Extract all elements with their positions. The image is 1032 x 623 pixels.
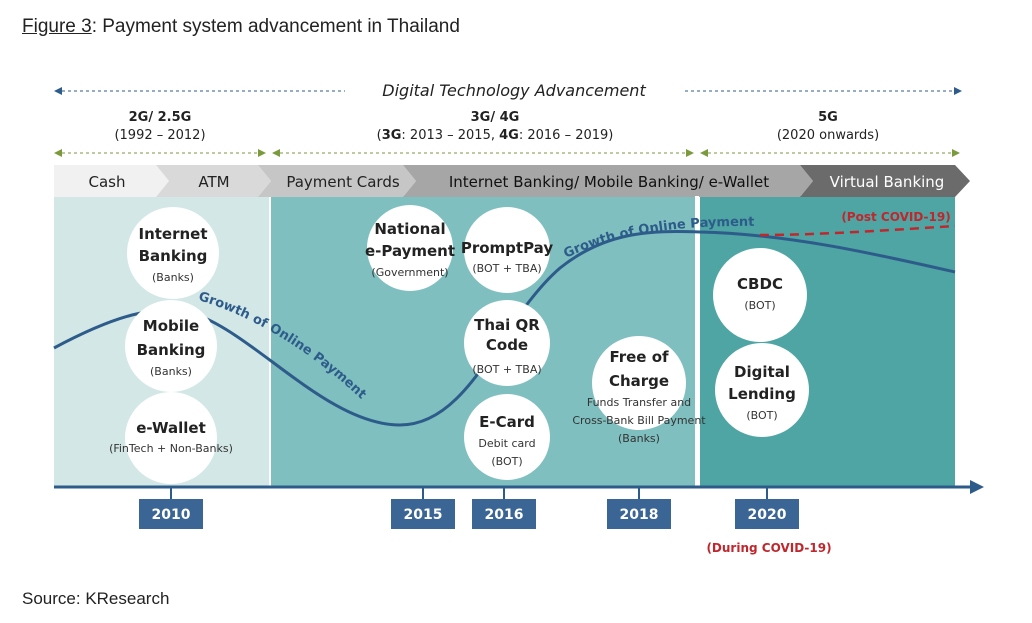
stage-atm [156,165,271,197]
digital-lending-sub: (BOT) [746,409,777,422]
post-covid-curve [759,224,956,237]
year-box-2018 [607,499,671,529]
era-3-years: (2020 onwards) [777,128,879,143]
year-box-2016 [472,499,536,529]
stage-cash [54,165,169,197]
mobile-banking-circle [125,300,217,392]
advancement-label: Digital Technology Advancement [382,81,646,100]
mobile-banking-title-1: Mobile [143,317,199,335]
free-charge-circle [592,336,686,430]
year-box-2015 [391,499,455,529]
era-2-years: (3G: 2013 – 2015, 4G: 2016 – 2019) [377,128,614,143]
national-epayment-circle [367,205,453,291]
stage-virtual-banking-label: Virtual Banking [830,173,945,191]
mobile-banking-sub: (Banks) [150,365,192,378]
era-1-years: (1992 – 2012) [114,128,205,143]
promptpay-sub: (BOT + TBA) [472,262,541,275]
national-epayment-sub: (Government) [371,266,448,279]
free-charge-sub-3: (Banks) [618,432,660,445]
timeline-arrowhead [970,480,984,494]
thai-qr-sub: (BOT + TBA) [472,363,541,376]
free-charge-sub-2: Cross-Bank Bill Payment [572,414,706,427]
national-epayment-title-2: e-Payment [365,242,455,260]
free-charge-sub-1: Funds Transfer and [587,396,691,409]
free-charge-title-2: Charge [609,372,669,390]
ecard-title: E-Card [479,413,535,431]
thai-qr-title-2: Code [486,336,528,354]
national-epayment-title-1: National [374,220,445,238]
stage-virtual-banking [800,165,970,197]
era-1-name: 2G/ 2.5G [129,110,192,125]
during-covid-label: (During COVID-19) [706,541,831,555]
panel-5g [700,196,955,486]
source-text: KResearch [80,589,170,608]
era-3-name: 5G [818,110,838,125]
cbdc-circle [713,248,807,342]
ewallet-title: e-Wallet [136,419,206,437]
figure-title-text: : Payment system advancement in Thailand [91,16,460,37]
ewallet-sub: (FinTech + Non-Banks) [109,442,233,455]
year-box-2010 [139,499,203,529]
stage-cash-label: Cash [89,173,126,191]
stage-atm-label: ATM [198,173,229,191]
stage-internet-banking [403,165,813,197]
year-2020: 2020 [748,507,787,523]
figure-label: Figure 3 [22,16,92,37]
mobile-banking-title-2: Banking [137,341,206,359]
free-charge-title-1: Free of [609,348,669,366]
stage-internet-banking-label: Internet Banking/ Mobile Banking/ e-Wall… [449,173,769,191]
era-2-name: 3G/ 4G [471,110,520,125]
ecard-sub-2: (BOT) [491,455,522,468]
cbdc-sub: (BOT) [744,299,775,312]
post-covid-label: (Post COVID-19) [841,210,950,224]
source-label: Source: [22,589,81,608]
ewallet-circle [125,392,217,484]
year-2010: 2010 [152,507,191,523]
figure-title: Figure 3: Payment system advancement in … [22,16,460,38]
cbdc-title: CBDC [737,275,783,293]
year-2015: 2015 [404,507,443,523]
internet-banking-title-2: Banking [139,247,208,265]
internet-banking-title-1: Internet [138,225,207,243]
stage-payment-cards [258,165,416,197]
digital-lending-title-1: Digital [734,363,790,381]
thai-qr-title-1: Thai QR [474,316,540,334]
year-2016: 2016 [485,507,524,523]
ecard-sub-1: Debit card [478,437,535,450]
promptpay-title: PromptPay [461,239,553,257]
source-line: Source: KResearch [22,589,169,609]
promptpay-circle [464,207,550,293]
year-box-2020 [735,499,799,529]
stage-payment-cards-label: Payment Cards [286,173,400,191]
year-2018: 2018 [620,507,659,523]
thai-qr-circle [464,300,550,386]
ecard-circle [464,394,550,480]
digital-lending-title-2: Lending [728,385,796,403]
digital-lending-circle [715,343,809,437]
internet-banking-sub: (Banks) [152,271,194,284]
internet-banking-circle [127,207,219,299]
